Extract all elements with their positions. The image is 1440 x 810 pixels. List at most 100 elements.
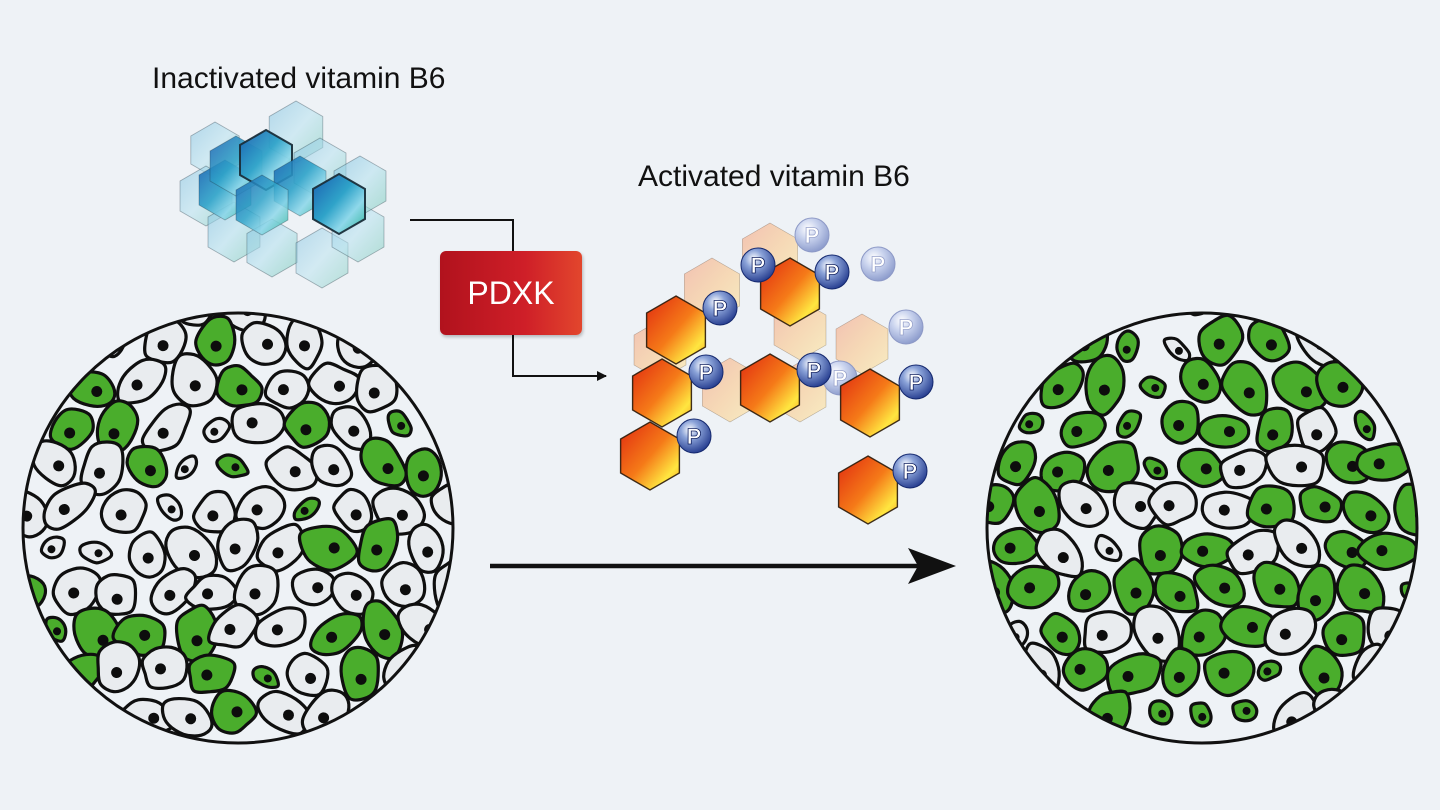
nucleus [236,384,248,396]
pdxk-enzyme-box: PDXK [440,251,582,335]
cell [1161,646,1201,698]
green-cell-body [1393,482,1417,539]
cell [1197,414,1251,449]
cell [209,688,258,735]
nucleus [1154,549,1166,561]
main-arrow-head [908,548,956,584]
nucleus [58,503,70,515]
phosphate-ball [702,290,738,326]
nucleus [131,379,143,391]
phosphate-label: P [699,360,714,385]
nucleus [379,629,391,641]
white-cell-body [307,361,361,406]
cell [292,496,321,522]
inactive-vitamin-b6-cluster [179,100,387,289]
nucleus [348,425,360,437]
cell [1147,481,1198,527]
nucleus [1279,628,1291,640]
nucleus [1263,667,1272,676]
cell [240,320,288,366]
inactive-vitamin-b6-hexagon [312,172,366,236]
nucleus [271,624,283,636]
nucleus [1130,587,1142,599]
active-vitamin-label: Activated vitamin B6 [638,160,910,193]
nucleus [1197,545,1209,557]
green-cell-body [1192,563,1246,608]
nucleus [399,584,411,596]
nucleus [1024,582,1036,594]
nucleus [350,589,362,601]
white-cell-body [96,640,142,694]
green-cell-body [1335,563,1386,615]
white-cell-body [230,402,287,445]
cell [1153,571,1200,614]
nucleus [189,380,201,392]
green-cell-body [1247,317,1292,363]
white-cell-body [1082,610,1133,655]
green-cell-body [1013,475,1061,535]
nucleus [1376,545,1388,557]
cell [194,314,237,367]
cell [42,481,97,531]
cell [1247,317,1292,363]
nucleus [1242,549,1254,561]
cell [1203,650,1256,698]
green-cell-body [1179,608,1228,657]
active-vitamin-b6-hexagon [837,455,899,525]
nucleus [186,313,198,315]
nucleus [1267,429,1279,441]
nucleus [1311,429,1323,441]
green-cell-body [1355,531,1417,572]
cell [1272,518,1322,569]
cell [1084,353,1126,417]
nucleus [91,385,103,397]
cell [404,447,443,498]
nucleus [1152,632,1164,644]
nucleus [1218,667,1230,679]
cell [1321,611,1366,657]
nucleus [1193,631,1205,643]
white-cell-body [1263,606,1318,656]
nucleus [155,663,167,675]
cell [1017,411,1045,435]
nucleus [1098,384,1110,396]
nucleus [231,706,243,718]
nucleus [94,467,106,479]
white-cell-body [255,522,306,573]
phosphate-ball [814,254,850,290]
nucleus [1158,709,1167,718]
cell [1005,564,1061,610]
phosphate-label: P [825,260,840,285]
green-cell-body [1197,414,1251,449]
white-cell-body [140,402,192,454]
connector-to-active-arrow [512,335,607,381]
nucleus [1300,386,1312,398]
nucleus [382,463,394,475]
nucleus [1213,338,1225,350]
nucleus [350,509,362,521]
green-cell-body [1161,646,1201,698]
cell [1355,531,1417,572]
cell [1399,581,1417,606]
cell [140,402,192,454]
cell [149,567,198,616]
cell [230,402,287,445]
nucleus [1122,345,1131,354]
nucleus [1242,706,1251,715]
cell [187,653,237,694]
phosphate-ball [796,352,832,388]
nucleus [277,384,289,396]
cell [339,645,380,702]
nucleus [1080,589,1092,601]
cell [290,567,337,607]
nucleus [1174,590,1186,602]
nucleus [1337,381,1349,393]
nucleus [68,587,80,599]
cell [1186,313,1213,317]
cell [251,665,281,690]
phosphate-group: P [794,217,830,253]
cell [1298,644,1344,699]
nucleus [180,465,189,474]
nucleus [1102,464,1114,476]
